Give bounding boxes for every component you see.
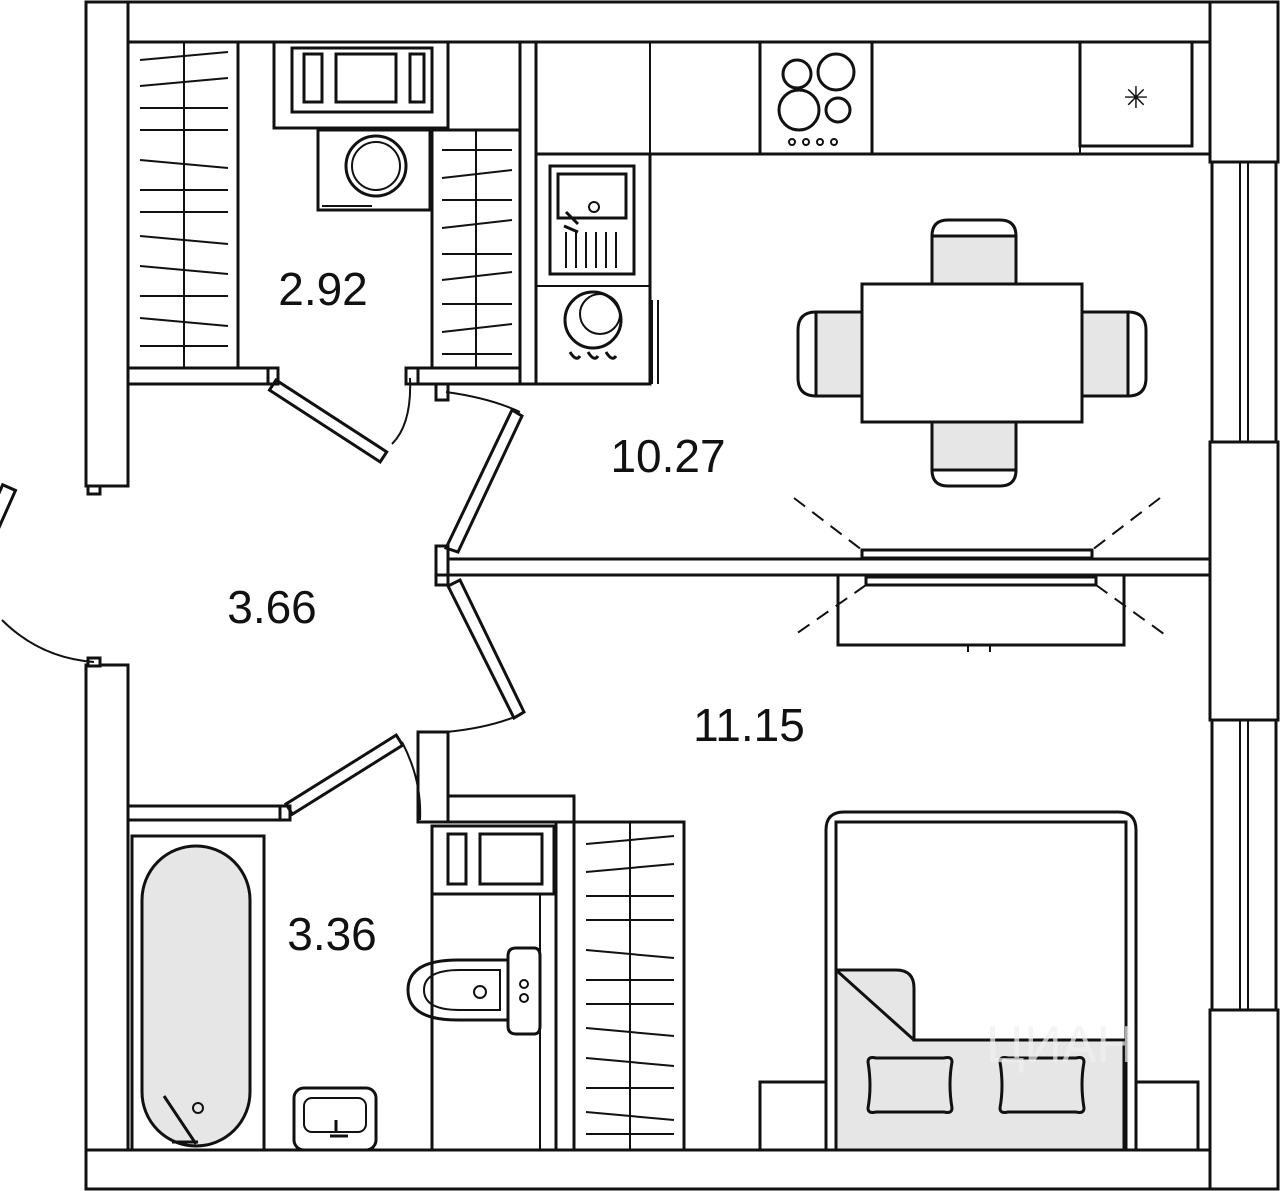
cooktop: [758, 40, 874, 156]
watermark: ЦИАН: [986, 1016, 1134, 1074]
storage-wardrobe-left: [126, 40, 240, 370]
window-bedroom: [1210, 718, 1278, 1012]
bathroom-area-label: 3.36: [287, 908, 377, 960]
toilet: [406, 894, 542, 1150]
kitchen-area-label: 10.27: [610, 430, 725, 482]
dishwasher: [563, 290, 659, 384]
fridge: ✳: [1078, 40, 1194, 148]
bathroom-cabinet: [430, 824, 556, 896]
kitchen-door: [443, 391, 524, 554]
washing-machine: [316, 128, 432, 212]
bed: [824, 810, 1138, 1152]
window-kitchen: [1210, 160, 1278, 444]
dining-chairs: [796, 218, 1148, 488]
bedroom-tv-stand: [795, 573, 1165, 652]
outer-walls: [84, 0, 1280, 1191]
storage-shelf-top: [272, 40, 450, 130]
storage-door: [266, 366, 420, 465]
storage-area-label: 2.92: [278, 263, 368, 315]
bedroom-area-label: 11.15: [693, 699, 805, 751]
interior-walls: [126, 40, 1212, 1152]
kitchen-sink: [548, 164, 636, 276]
bathtub: [130, 834, 266, 1152]
nightstands: [758, 1080, 1200, 1152]
dining-table: [860, 282, 1084, 424]
snowflake-icon: ✳: [1123, 81, 1148, 116]
bedroom-door: [445, 577, 526, 733]
wardrobe-bedroom: [572, 820, 686, 1152]
entrance-door: [0, 482, 102, 668]
bathroom-door: [278, 733, 422, 822]
storage-wardrobe-right: [430, 128, 522, 370]
kitchen-tv-projection: [793, 497, 1161, 560]
hall-area-label: 3.66: [227, 581, 317, 633]
bathroom-sink: [292, 1086, 378, 1152]
